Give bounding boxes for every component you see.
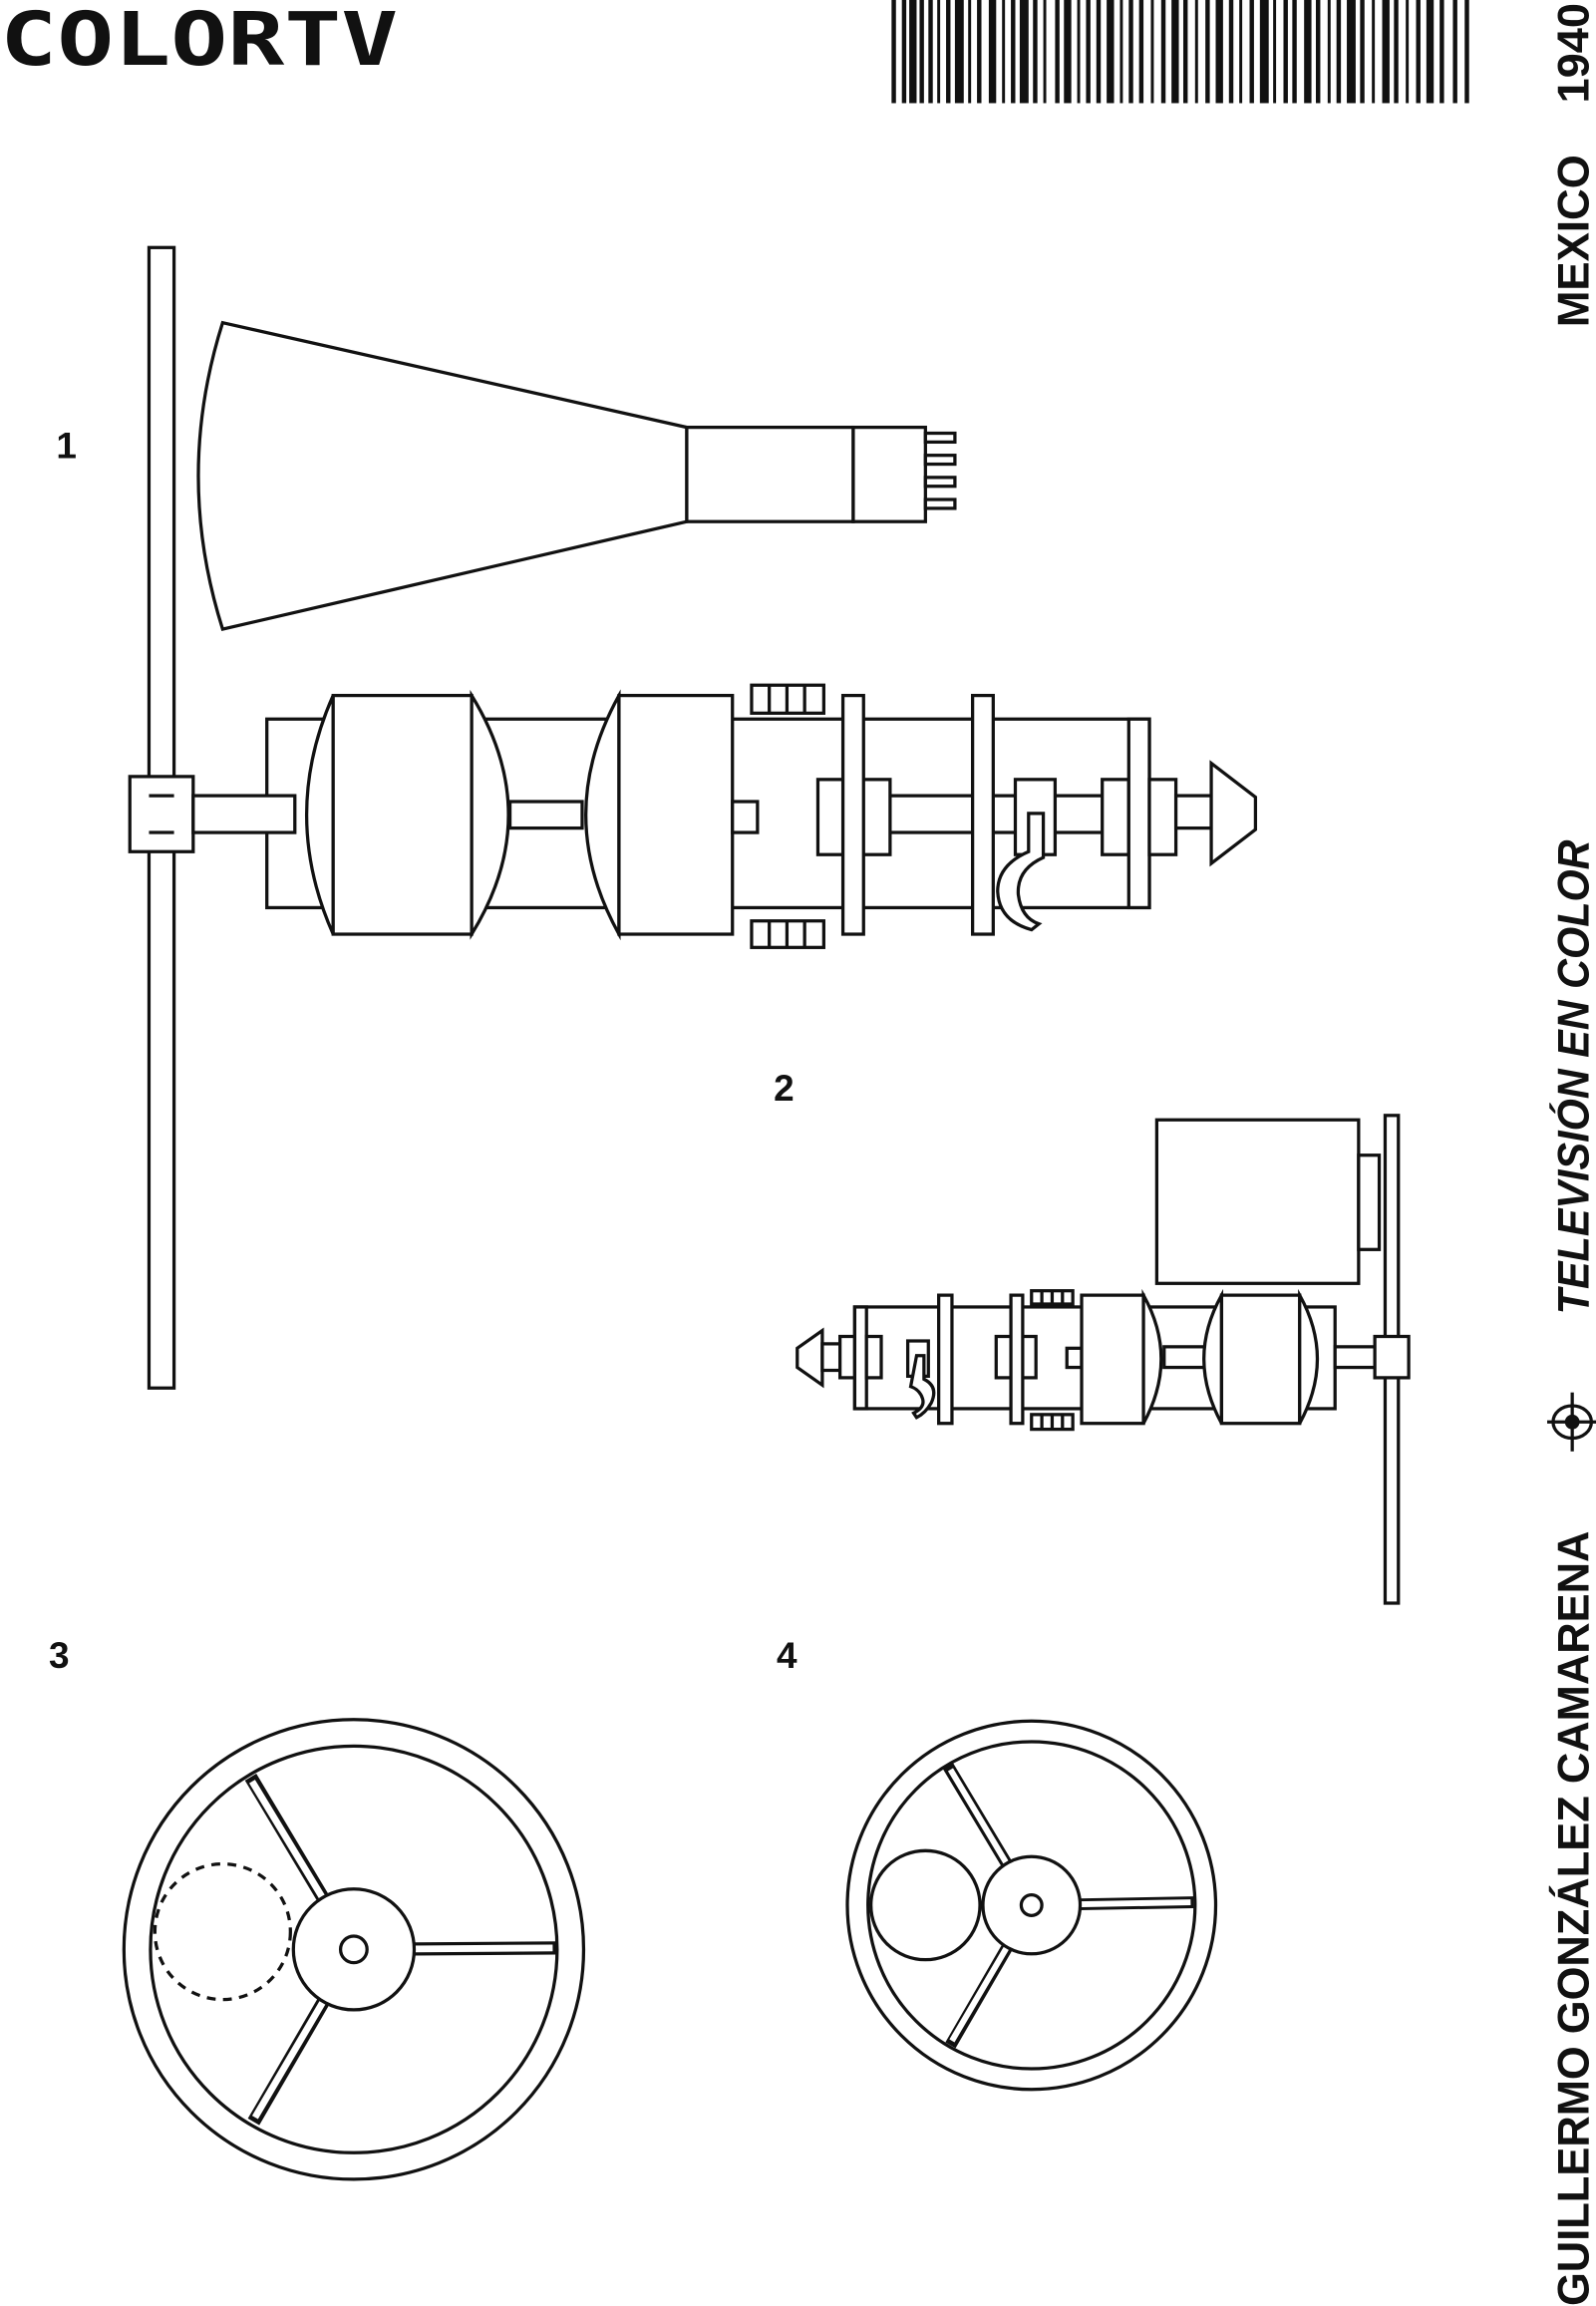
- barcode-bar: [1019, 0, 1029, 104]
- figure-label-3: 3: [49, 1635, 70, 1676]
- barcode-bar: [1205, 0, 1210, 104]
- barcode-bar: [1416, 0, 1421, 104]
- barcode-bar: [1119, 0, 1123, 104]
- barcode-bar: [1239, 0, 1243, 104]
- barcode-bar: [1002, 0, 1006, 104]
- barcode-bar: [1327, 0, 1331, 104]
- barcode-bar: [988, 0, 997, 104]
- barcode-bar: [968, 0, 972, 104]
- crosshair-icon: [1547, 1392, 1596, 1452]
- barcode-bar: [901, 0, 907, 104]
- barcode-bar: [1055, 0, 1060, 104]
- figure-1-drawing: [128, 245, 1258, 1390]
- barcode-bar: [1452, 0, 1457, 104]
- barcode-bar: [1464, 0, 1469, 104]
- barcode-bar: [954, 0, 964, 104]
- barcode-bar: [1043, 0, 1047, 104]
- barcode-bar: [1372, 0, 1376, 104]
- barcode-bar: [1259, 0, 1269, 104]
- barcode-bar: [891, 0, 896, 104]
- year-label: 1940: [1549, 3, 1596, 104]
- barcode-bar: [1249, 0, 1254, 104]
- barcode-bar: [1382, 0, 1390, 104]
- barcode-bar: [1228, 0, 1234, 104]
- barcode-bar: [1033, 0, 1038, 104]
- barcode-bar: [1171, 0, 1179, 104]
- figure-3-wheel: [122, 1718, 586, 2181]
- barcode-bar: [1096, 0, 1102, 104]
- barcode-bar: [1394, 0, 1399, 104]
- figure-4-wheel: [845, 1719, 1218, 2092]
- barcode-bar: [1107, 0, 1115, 104]
- barcode-bar: [1128, 0, 1133, 104]
- figure-label-1: 1: [56, 426, 77, 467]
- poster-title: COLORTV: [0, 0, 398, 83]
- barcode-bar: [977, 0, 982, 104]
- subject-label: TELEVISIÓN EN COLOR: [1548, 839, 1596, 1314]
- barcode-bar: [1283, 0, 1288, 104]
- barcode-bar: [1182, 0, 1188, 104]
- barcode-bar: [928, 0, 933, 104]
- barcode-bar: [1077, 0, 1081, 104]
- country-label: MEXICO: [1549, 155, 1596, 327]
- barcode-bar: [946, 0, 951, 104]
- barcode-bar: [1439, 0, 1444, 104]
- barcode-bar: [1086, 0, 1091, 104]
- barcode-bar: [1406, 0, 1410, 104]
- barcode-bar: [1292, 0, 1297, 104]
- barcode-bar: [1064, 0, 1072, 104]
- barcode-bar: [1304, 0, 1312, 104]
- barcode-icon: [891, 0, 1469, 104]
- barcode-bar: [1360, 0, 1365, 104]
- barcode-bar: [1273, 0, 1277, 104]
- barcode-bar: [1336, 0, 1342, 104]
- barcode-bar: [1150, 0, 1154, 104]
- barcode-bar: [1426, 0, 1435, 104]
- figure-2-drawing: [796, 1114, 1411, 1605]
- barcode-bar: [909, 0, 917, 104]
- barcode-bar: [919, 0, 924, 104]
- barcode-bar: [1160, 0, 1166, 104]
- barcode-bar: [937, 0, 941, 104]
- barcode-bar: [1215, 0, 1223, 104]
- barcode-bar: [1316, 0, 1321, 104]
- barcode-bar: [1194, 0, 1198, 104]
- figure-label-4: 4: [777, 1635, 798, 1676]
- barcode-bar: [1347, 0, 1356, 104]
- figure-label-2: 2: [774, 1068, 795, 1109]
- barcode-bar: [1138, 0, 1144, 104]
- inventor-label: GUILLERMO GONZÁLEZ CAMARENA: [1548, 1531, 1596, 2306]
- barcode-bar: [1011, 0, 1016, 104]
